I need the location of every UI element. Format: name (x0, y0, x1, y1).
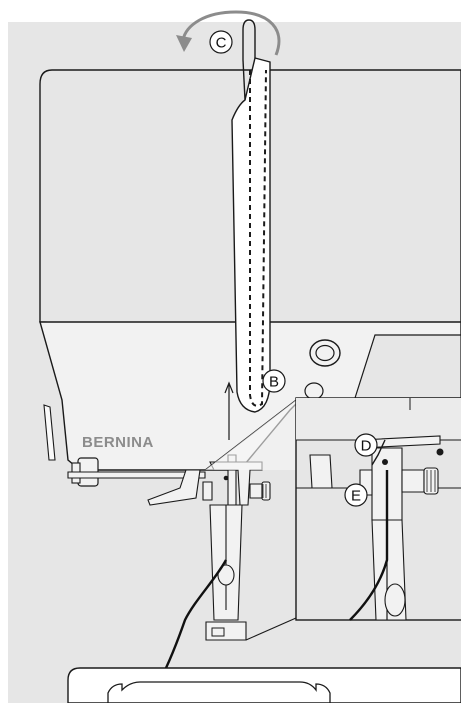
callout-c-label: C (216, 35, 227, 52)
brand-logo: BERNINA (82, 434, 154, 451)
bed-cover (107, 681, 331, 703)
side-strip (43, 404, 56, 461)
thread-path-dashed (249, 69, 267, 407)
callout-e-label: E (351, 488, 361, 505)
small-hole (304, 382, 324, 400)
needle-screw (249, 483, 263, 499)
front-face-right (354, 334, 461, 399)
callout-c: C (209, 30, 233, 54)
inset-thread (349, 470, 389, 621)
callout-d-label: D (361, 438, 372, 455)
zoom-line-bottom (245, 617, 297, 641)
callout-d: D (354, 433, 378, 457)
rotation-arrow (181, 10, 281, 56)
machine-bed (67, 667, 461, 703)
callout-b: B (262, 369, 286, 393)
loose-thread (164, 559, 228, 669)
callout-b-label: B (269, 374, 279, 391)
callout-e: E (344, 483, 368, 507)
